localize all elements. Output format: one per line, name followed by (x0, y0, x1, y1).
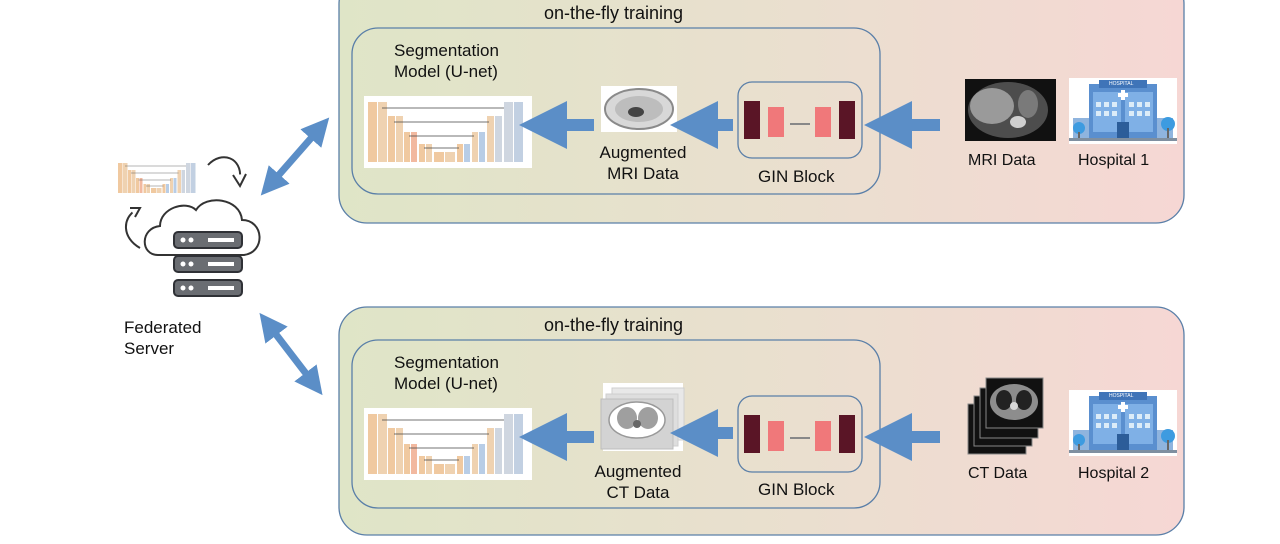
sync-arrow-bottom (259, 312, 323, 396)
outer-panel-frame (338, 0, 1185, 224)
unet-model-icon (363, 407, 533, 481)
server-rack-icon (173, 231, 243, 297)
panel-title: on-the-fly training (544, 315, 684, 335)
server-label: Federated Server (124, 318, 202, 358)
gin-block-label: GIN Block (758, 480, 835, 499)
federated-server (115, 156, 261, 297)
augmented-data-label: Augmented CT Data (594, 462, 682, 502)
ct-data-image (967, 377, 1044, 455)
panel-hospital-2 (338, 306, 1185, 536)
hospital-building-icon (1069, 78, 1177, 144)
unet-model-icon (363, 95, 533, 169)
model-label: Segmentation Model (U-net) (394, 353, 499, 393)
mri-data-image (965, 79, 1056, 141)
panel-hospital-1 (338, 0, 1185, 224)
server-unet-icon (115, 159, 201, 197)
data-source-label: MRI Data (968, 152, 1036, 169)
hospital-sign: HOSPITAL (1109, 81, 1134, 87)
panel-title: on-the-fly training (544, 3, 684, 23)
hospital-sign: HOSPITAL (1109, 393, 1134, 399)
sync-arrow-top (260, 117, 330, 196)
gin-block-label: GIN Block (758, 167, 835, 186)
data-source-label: CT Data (968, 465, 1028, 482)
augmented-data-label: Augmented MRI Data (599, 143, 687, 183)
hospital-label: Hospital 1 (1078, 152, 1150, 169)
hospital-label: Hospital 2 (1078, 465, 1150, 482)
augmented-ct-image (600, 383, 685, 451)
model-label: Segmentation Model (U-net) (394, 41, 499, 81)
refresh-arrow-icon (125, 156, 247, 249)
outer-panel-frame (338, 306, 1185, 536)
hospital-building-icon (1069, 390, 1177, 456)
augmented-mri-image (601, 86, 677, 132)
